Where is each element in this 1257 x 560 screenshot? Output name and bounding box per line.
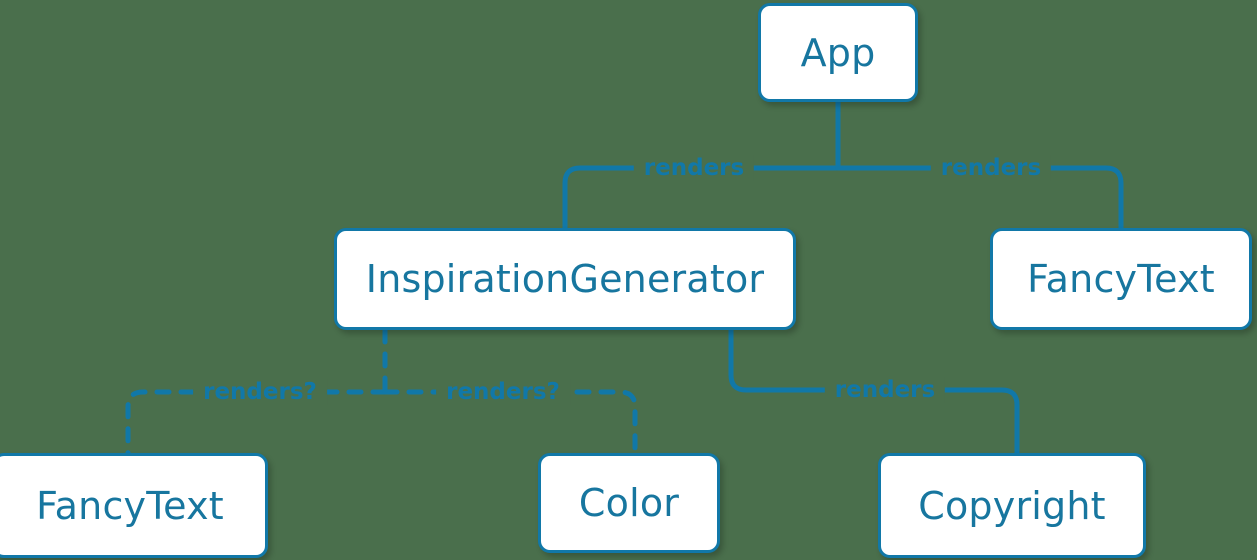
node-app[interactable]: App	[758, 3, 918, 102]
edge-label-app-to-fancytext-right: renders	[930, 155, 1052, 181]
edge-app-to-inspiration-generator	[562, 165, 841, 231]
node-color[interactable]: Color	[538, 453, 720, 553]
edge-label-inspiration-generator-to-color: renders?	[436, 379, 570, 405]
node-copyright-label: Copyright	[918, 483, 1106, 528]
edge-inspiration-generator-to-color	[382, 389, 638, 456]
edge-label-inspiration-generator-to-copyright: renders	[824, 377, 946, 403]
edge-app-to-fancytext-right	[835, 165, 1124, 231]
node-fancytext-bottom[interactable]: FancyText	[0, 453, 268, 558]
node-fancytext-bottom-label: FancyText	[36, 483, 224, 528]
node-inspiration-generator-label: InspirationGenerator	[365, 257, 765, 301]
edge-label-inspiration-generator-to-fancytext-bottom: renders?	[193, 379, 327, 405]
edge-label-app-to-inspiration-generator: renders	[633, 155, 755, 181]
edge-inspiration-generator-to-fancytext-bottom	[125, 389, 388, 456]
node-color-label: Color	[578, 481, 680, 525]
node-fancytext-right[interactable]: FancyText	[990, 228, 1252, 330]
node-inspiration-generator[interactable]: InspirationGenerator	[334, 228, 796, 330]
node-app-label: App	[800, 30, 876, 75]
node-fancytext-right-label: FancyText	[1027, 257, 1215, 301]
node-copyright[interactable]: Copyright	[878, 453, 1146, 558]
